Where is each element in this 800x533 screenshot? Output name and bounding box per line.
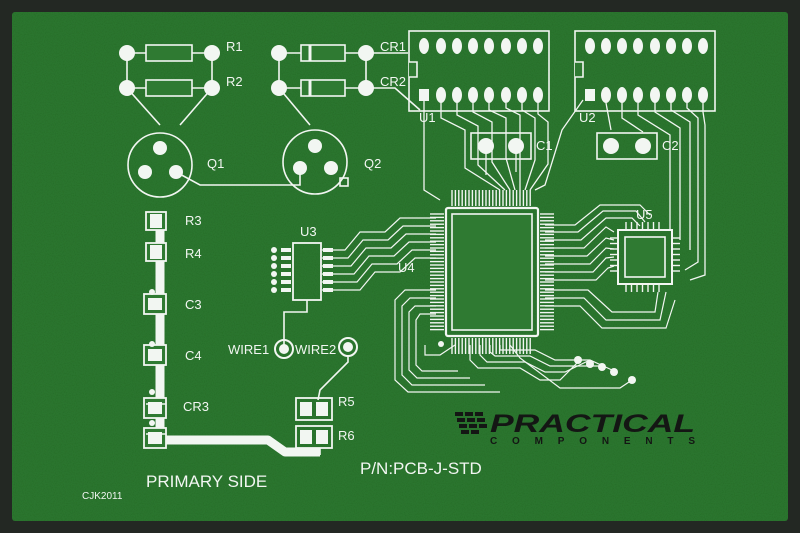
resistor-r1-r2 (119, 44, 220, 126)
label-cr1: CR1 (380, 39, 406, 54)
ic-u2 (574, 30, 716, 112)
label-u2: U2 (579, 110, 596, 125)
label-c2: C2 (662, 138, 679, 153)
traces-u1-u4 (423, 99, 584, 201)
label-wire1: WIRE1 (228, 342, 269, 357)
ic-u4 (430, 190, 554, 354)
wire-pads (274, 337, 358, 401)
label-u5: U5 (636, 207, 653, 222)
transistor-q1 (127, 132, 193, 198)
label-wire2: WIRE2 (295, 342, 336, 357)
side-label: PRIMARY SIDE (146, 472, 267, 491)
label-r3: R3 (185, 213, 202, 228)
label-r4: R4 (185, 246, 202, 261)
label-c4: C4 (185, 348, 202, 363)
capacitor-c2 (596, 132, 658, 160)
label-cr3: CR3 (183, 399, 209, 414)
board-surface (12, 12, 788, 521)
label-q2: Q2 (364, 156, 381, 171)
logo-mark-icon (455, 412, 487, 434)
label-u3: U3 (300, 224, 317, 239)
label-q1: Q1 (207, 156, 224, 171)
component-labels: R1 R2 CR1 CR2 Q1 Q2 U1 U2 C1 C2 U3 U4 U5… (82, 39, 679, 502)
label-c3: C3 (185, 297, 202, 312)
part-number: P/N:PCB-J-STD (360, 459, 482, 478)
resistor-r5-r6 (295, 397, 333, 455)
silkscreen (119, 30, 716, 457)
label-u1: U1 (419, 110, 436, 125)
label-r6: R6 (338, 428, 355, 443)
transistor-q2 (282, 129, 349, 195)
ic-u1 (408, 30, 550, 112)
label-r2: R2 (226, 74, 243, 89)
label-r1: R1 (226, 39, 243, 54)
traces-u3-u4 (322, 217, 436, 291)
label-c1: C1 (536, 138, 553, 153)
traces-u4-bottom (394, 289, 633, 393)
board-code: CJK2011 (82, 491, 123, 502)
label-cr2: CR2 (380, 74, 406, 89)
traces-u4-u5 (545, 204, 676, 329)
logo-name: PRACTICAL (490, 410, 695, 438)
label-u4: U4 (398, 260, 415, 275)
ic-u5 (610, 222, 680, 292)
traces-u2-u5 (605, 102, 706, 281)
smd-column (143, 211, 320, 457)
label-r5: R5 (338, 394, 355, 409)
diode-cr1-cr2 (271, 44, 421, 126)
ic-u3 (271, 242, 333, 345)
